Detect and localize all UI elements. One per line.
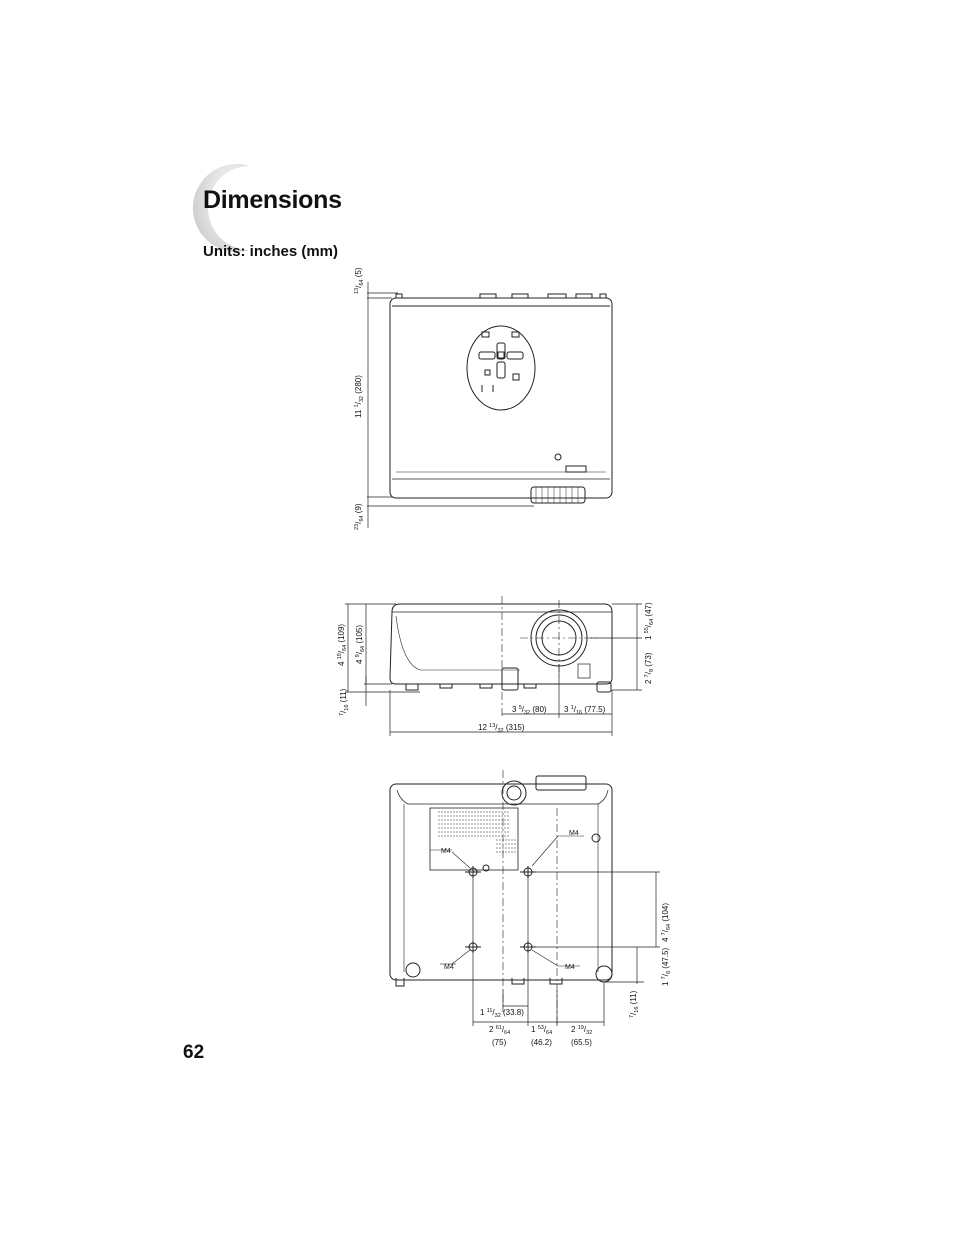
title-decoration <box>192 164 250 252</box>
front-dim-lens-top: 1 55/64 (47) <box>644 602 655 640</box>
bottom-dim-offset: 1 11/32 (33.8) <box>480 1008 524 1019</box>
bottom-dim-hole-spacing: 4 7/64 (104) <box>661 903 672 942</box>
front-dim-lens-center: 2 7/8 (73) <box>644 652 655 684</box>
front-view-dimension-lines <box>345 603 642 736</box>
bottom-dim-hole-front: 1 7/8 (47.5) <box>661 947 672 986</box>
bottom-dim-mid: 1 53/64 <box>531 1025 552 1036</box>
m4-label-top-right: M4 <box>569 830 579 837</box>
bottom-dim-foot: 7/16 (11) <box>629 990 640 1018</box>
bottom-dim-right-mm: (65.5) <box>571 1038 592 1047</box>
front-dim-total-height: 4 19/64 (109) <box>337 624 348 666</box>
front-view-center-lines <box>501 596 600 718</box>
top-view-dimension-lines <box>367 282 534 528</box>
bottom-dim-right: 2 19/32 <box>571 1025 592 1036</box>
front-dim-width: 12 13/32 (315) <box>478 723 525 734</box>
front-dim-body-height: 4 9/64 (105) <box>355 625 366 664</box>
top-dim-bottom: 23/64 (9) <box>354 503 365 530</box>
front-dim-lens-right: 3 1/16 (77.5) <box>564 705 606 716</box>
units-label: Units: inches (mm) <box>203 243 339 260</box>
bottom-dim-mid-mm: (46.2) <box>531 1038 552 1047</box>
m4-label-bottom-right: M4 <box>565 964 575 971</box>
bottom-dim-left: 2 61/64 <box>489 1025 510 1036</box>
m4-label-top-left: M4 <box>441 848 451 855</box>
m4-label-bottom-left: M4 <box>444 964 454 971</box>
front-dim-lens-left: 3 5/32 (80) <box>512 705 547 716</box>
bottom-view-center-lines <box>502 770 558 1024</box>
page-number: 62 <box>183 1042 205 1063</box>
front-view-drawing <box>389 603 613 693</box>
top-dim-top: 13/64 (5) <box>354 267 365 294</box>
bottom-view-drawing <box>389 775 613 987</box>
top-view-drawing <box>389 293 613 504</box>
front-dim-foot: 7/16 (11) <box>339 688 350 716</box>
bottom-dim-left-mm: (75) <box>492 1038 507 1047</box>
page-title: Dimensions <box>203 186 342 214</box>
top-dim-length: 11 1/32 (280) <box>354 375 365 418</box>
